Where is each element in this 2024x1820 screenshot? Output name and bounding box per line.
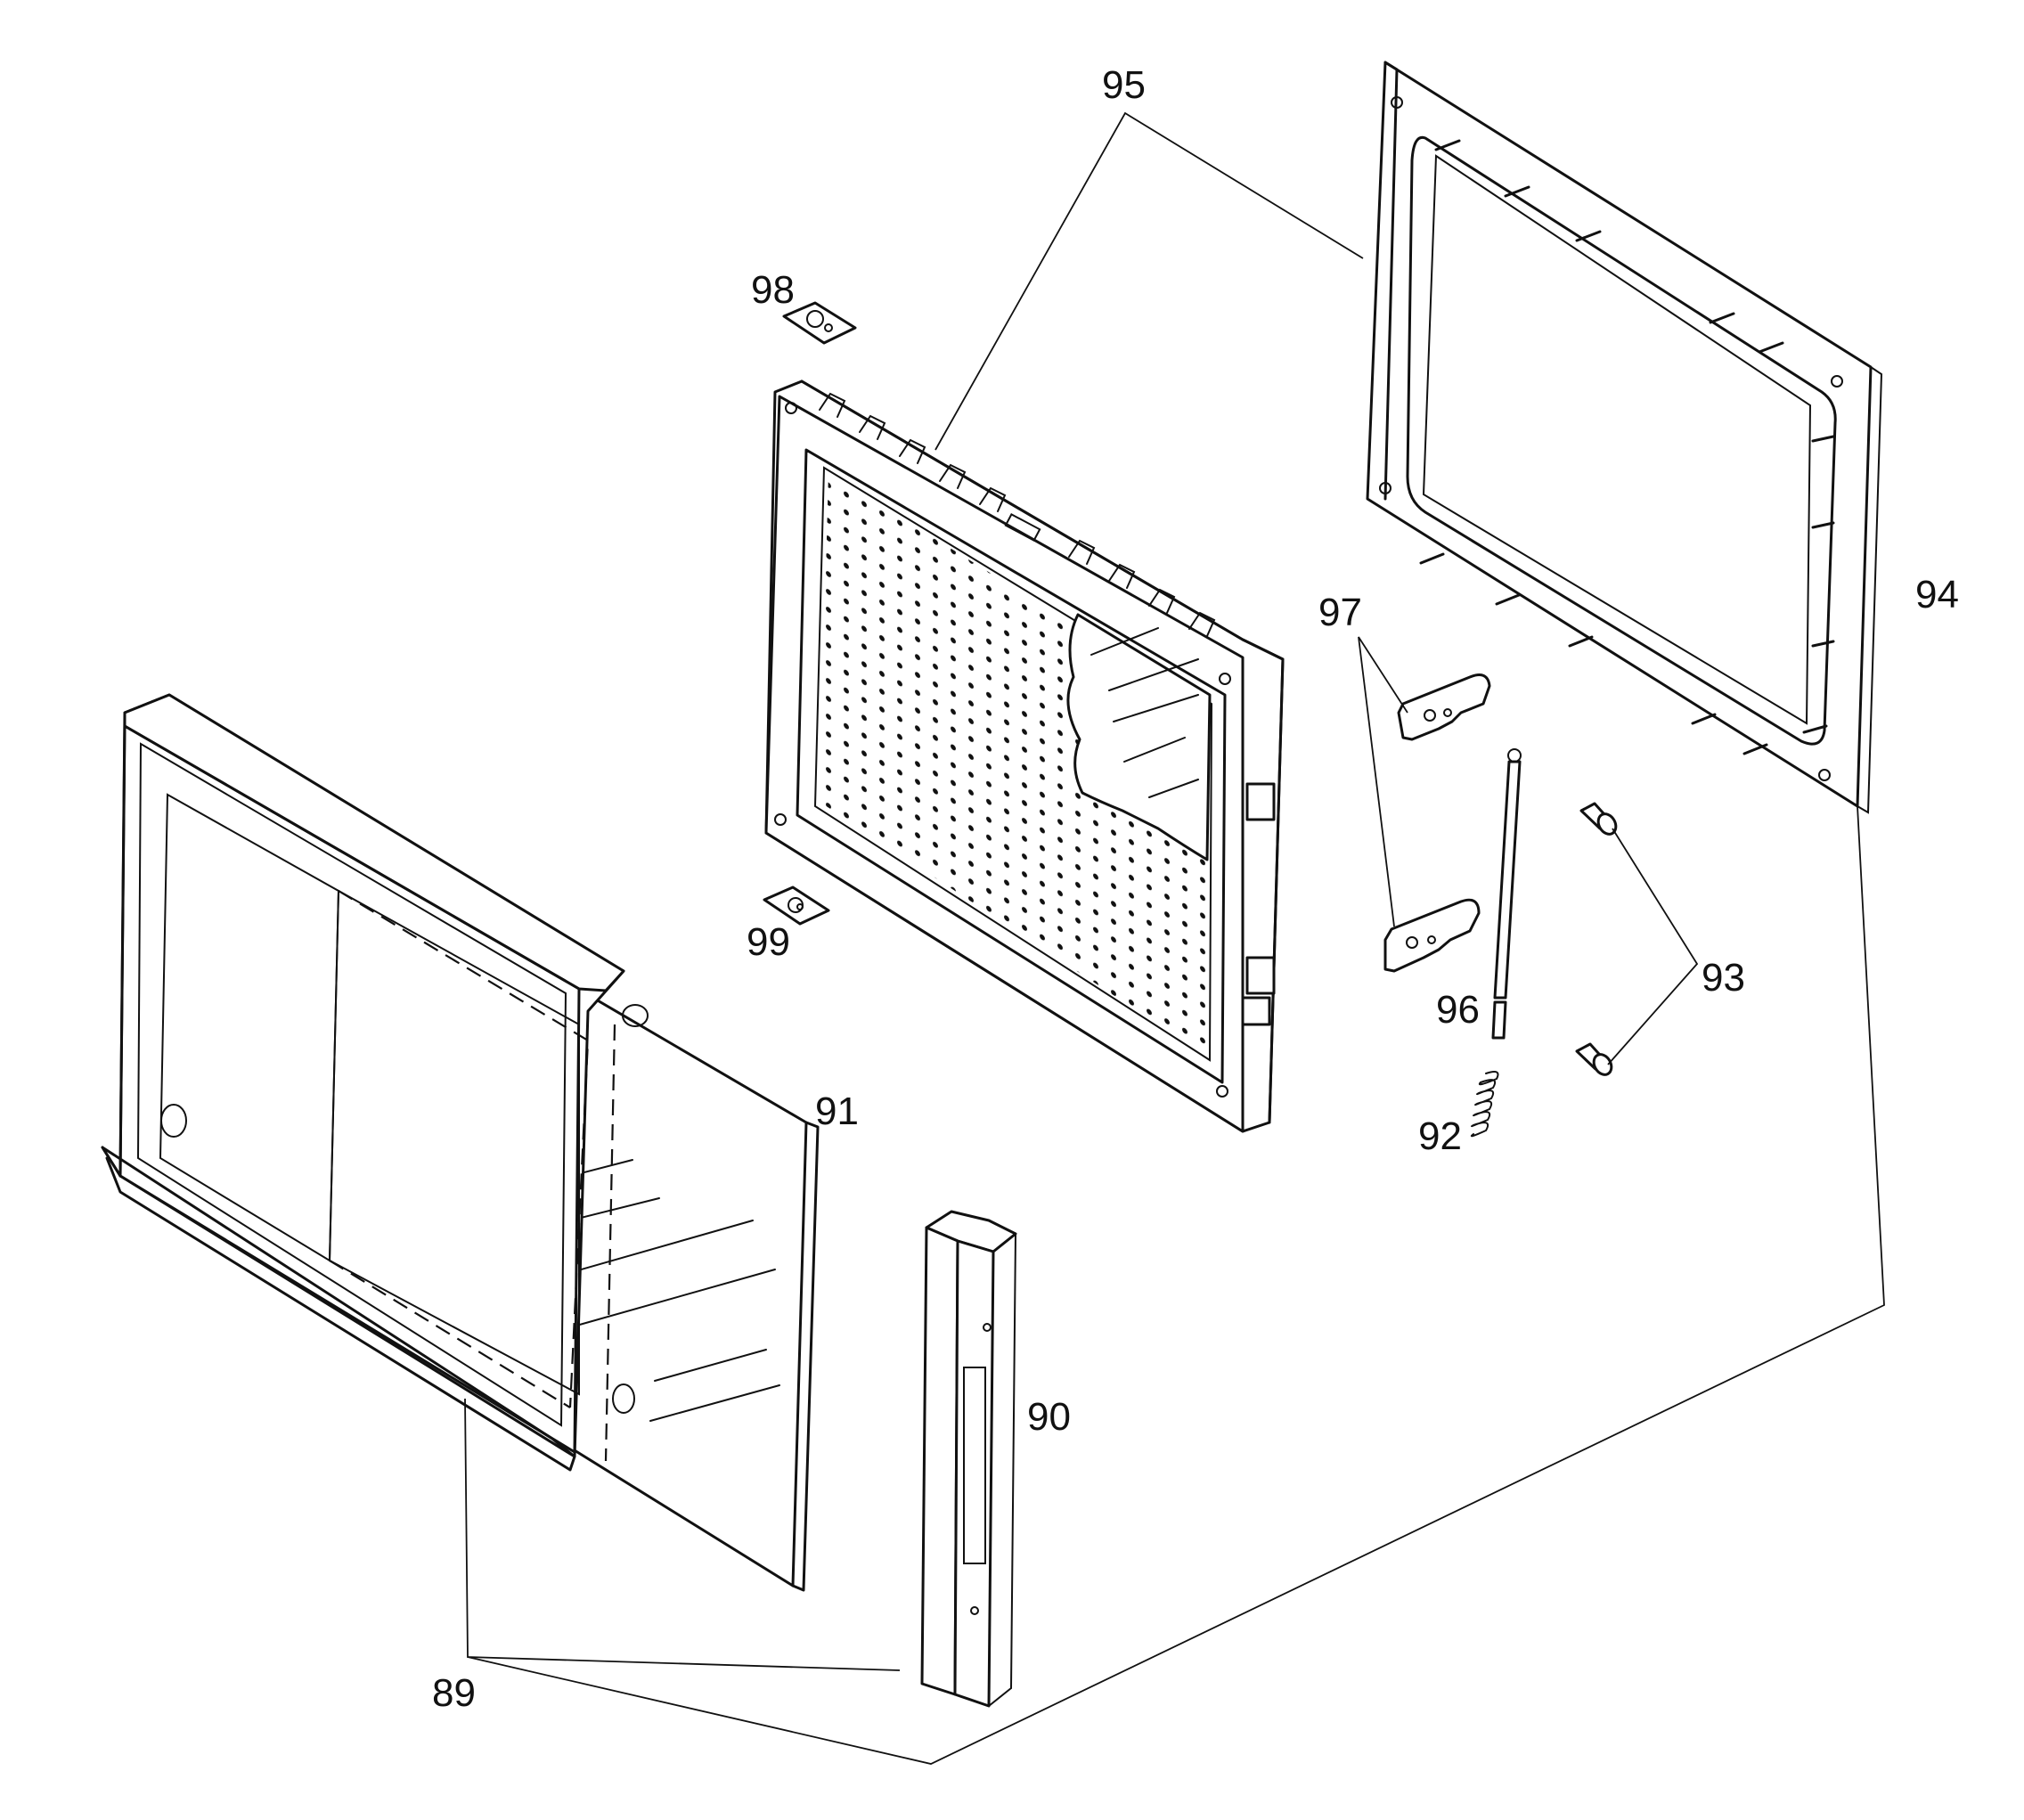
door-frame-89 <box>101 693 649 1472</box>
clip-99 <box>763 886 830 926</box>
callout-95: 95 <box>1102 63 1146 107</box>
screw-93-upper <box>1579 802 1618 836</box>
leader-lines <box>464 111 1885 1765</box>
door-handle-90 <box>920 1210 1017 1708</box>
door-outer-panel-94 <box>1366 61 1883 814</box>
callout-96: 96 <box>1436 988 1480 1032</box>
spring-92 <box>1470 1071 1499 1138</box>
clip-98 <box>782 301 857 345</box>
callout-94: 94 <box>1915 573 1959 616</box>
door-inner-frame-95 <box>764 380 1285 1133</box>
callout-92: 92 <box>1418 1114 1462 1158</box>
choke-teeth <box>819 392 1216 637</box>
glass-hatch-95 <box>1090 627 1199 798</box>
latch-rod-96 <box>1491 748 1522 1040</box>
latch-hook-97-lower <box>1383 898 1481 973</box>
panel-studs <box>1419 139 1835 755</box>
callout-91: 91 <box>815 1090 859 1133</box>
callout-97: 97 <box>1318 591 1362 634</box>
screw-93-lower <box>1575 1042 1613 1076</box>
callout-93: 93 <box>1702 956 1745 1000</box>
callout-90: 90 <box>1027 1395 1071 1439</box>
hinge-tabs <box>1241 782 1276 1026</box>
callout-98: 98 <box>751 268 795 312</box>
callout-99: 99 <box>747 920 790 964</box>
callout-labels: 95 98 94 97 99 93 96 91 92 90 89 <box>432 63 1959 1715</box>
callout-89: 89 <box>432 1671 476 1715</box>
latch-hook-97-upper <box>1397 673 1491 741</box>
